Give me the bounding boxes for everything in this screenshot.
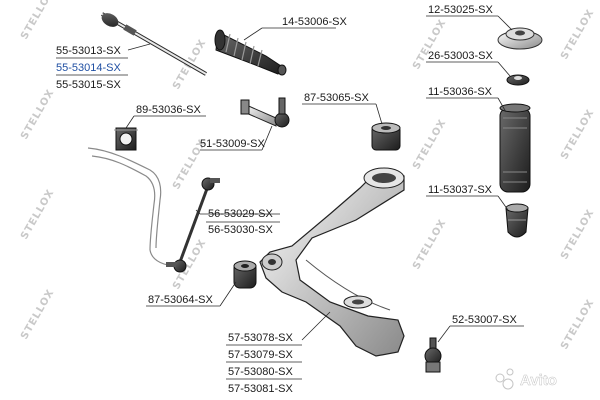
tie-rod-part xyxy=(101,12,207,76)
avito-watermark: Avito xyxy=(495,368,557,390)
ball-joint-part xyxy=(424,337,442,373)
part-label-89-53036: 89-53036-SX xyxy=(136,104,201,116)
part-label-55-53013: 55-53013-SX xyxy=(56,45,121,57)
part-label-57-53081: 57-53081-SX xyxy=(228,383,293,395)
part-label-11-53036: 11-53036-SX xyxy=(428,86,493,98)
watermark-text: STELLOX xyxy=(559,7,597,61)
leader-line xyxy=(127,43,151,51)
part-label-56-53029: 56-53029-SX xyxy=(208,208,273,220)
watermark-text: STELLOX xyxy=(411,117,449,171)
part-label-14-53006: 14-53006-SX xyxy=(282,16,347,28)
stabilizer-bushing-part xyxy=(114,127,138,151)
bearing-part xyxy=(506,74,530,86)
steering-boot-part xyxy=(214,29,287,76)
part-label-51-53009: 51-53009-SX xyxy=(200,138,265,150)
part-label-56-53030: 56-53030-SX xyxy=(208,224,273,236)
part-label-57-53078: 57-53078-SX xyxy=(228,332,293,344)
part-label-52-53007: 52-53007-SX xyxy=(452,314,517,326)
front-bushing-part xyxy=(233,260,257,289)
part-label-26-53003: 26-53003-SX xyxy=(428,50,493,62)
strut-mount-part xyxy=(497,27,543,50)
lower-control-arm-part xyxy=(259,167,405,357)
watermark-text: STELLOX xyxy=(19,87,57,141)
watermark-text: STELLOX xyxy=(19,0,57,42)
part-label-55-53015: 55-53015-SX xyxy=(56,79,121,91)
part-label-11-53037: 11-53037-SX xyxy=(428,184,493,196)
watermark-text: STELLOX xyxy=(411,17,449,71)
stabilizer-bar-outline xyxy=(87,147,179,267)
dust-boot-part xyxy=(499,103,531,193)
watermark-text: STELLOX xyxy=(19,287,57,341)
watermark-text: STELLOX xyxy=(19,187,57,241)
tie-rod-end-part xyxy=(240,97,290,128)
stabilizer-link-part xyxy=(166,177,220,273)
watermark-text: STELLOX xyxy=(559,297,597,351)
part-label-87-53065: 87-53065-SX xyxy=(304,92,369,104)
part-label-87-53064: 87-53064-SX xyxy=(148,294,213,306)
part-label-57-53079: 57-53079-SX xyxy=(228,349,293,361)
watermark-text: STELLOX xyxy=(559,207,597,261)
watermark-text: STELLOX xyxy=(411,217,449,271)
part-label-55-53014: 55-53014-SX xyxy=(56,62,121,74)
bump-stop-part xyxy=(505,203,529,238)
part-label-12-53025: 12-53025-SX xyxy=(428,4,493,16)
part-label-57-53080: 57-53080-SX xyxy=(228,366,293,378)
avito-logo-text: Avito xyxy=(520,372,557,389)
control-arm-bushing-part xyxy=(371,122,401,151)
watermark-text: STELLOX xyxy=(559,107,597,161)
